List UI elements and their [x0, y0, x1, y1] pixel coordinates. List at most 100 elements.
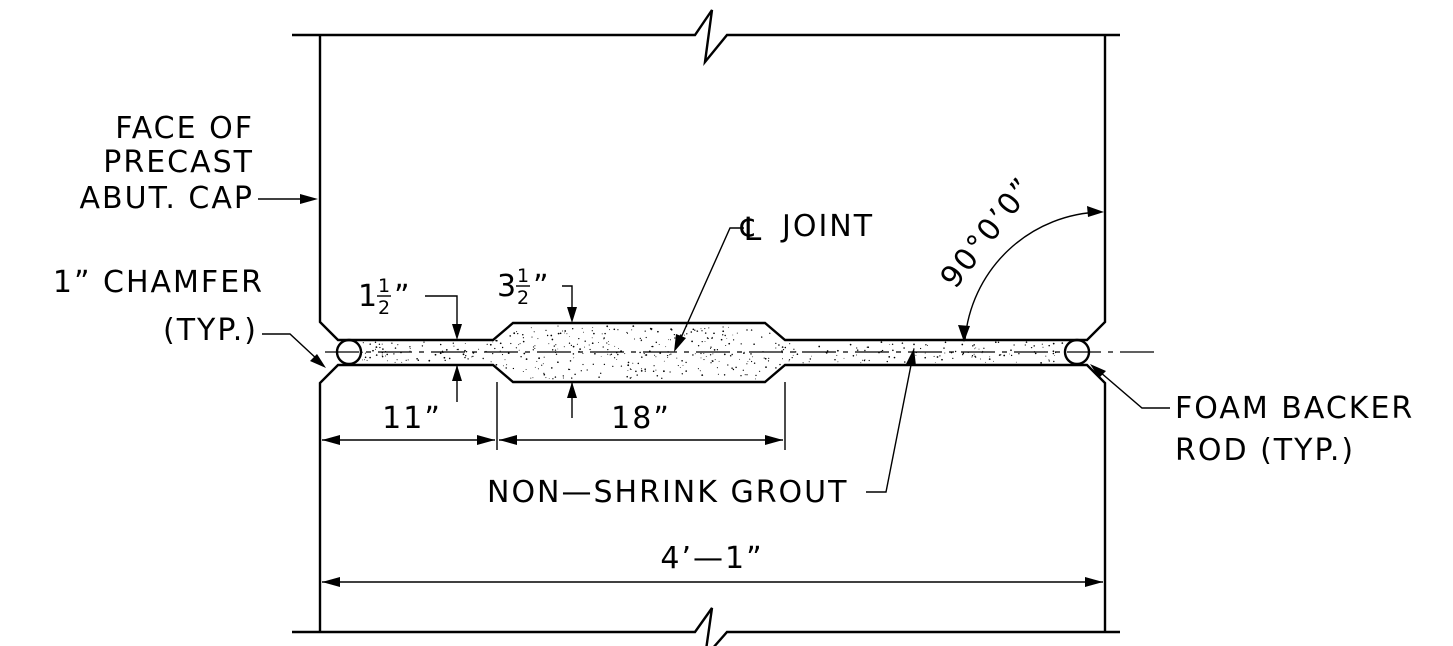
grout-stipple-dot	[915, 354, 917, 356]
grout-stipple-dot	[1010, 354, 1013, 357]
grout-stipple-dot	[443, 356, 446, 359]
grout-stipple-dot	[892, 349, 894, 352]
grout-stipple-dot	[594, 352, 596, 355]
grout-stipple-dot	[486, 343, 488, 345]
grout-stipple-dot	[545, 329, 547, 331]
grout-stipple-dot	[364, 359, 366, 361]
grout-stipple-dot	[732, 339, 735, 341]
grout-stipple-dot	[613, 357, 616, 359]
grout-stipple-dot	[750, 329, 753, 331]
grout-stipple-dot	[826, 350, 829, 352]
grout-stipple-dot	[723, 353, 726, 356]
grout-stipple-dot	[568, 342, 571, 344]
grout-stipple-dot	[651, 345, 654, 348]
grout-stipple-dot	[369, 343, 371, 345]
foam-backer-rod-left	[335, 338, 363, 366]
grout-stipple-dot	[545, 377, 547, 379]
grout-stipple-dot	[627, 361, 630, 364]
grout-stipple-dot	[792, 354, 794, 356]
cl-symbol: ℄	[740, 210, 764, 248]
grout-stipple-dot	[802, 362, 804, 364]
grout-stipple-dot	[714, 359, 716, 361]
overall-dimension: 4’—1”	[322, 541, 1103, 587]
grout-stipple-dot	[941, 358, 943, 361]
grout-stipple-dot	[1053, 354, 1055, 356]
grout-stipple-dot	[635, 370, 637, 373]
grout-stipple-dot	[758, 370, 761, 372]
grout-stipple-dot	[742, 369, 744, 371]
grout-stipple-dot	[769, 332, 771, 334]
grout-stipple-dot	[603, 338, 605, 340]
grout-stipple-dot	[739, 358, 740, 360]
grout-stipple-dot	[609, 329, 611, 331]
grout-stipple-dot	[989, 356, 991, 358]
gap-small-numerator: 1	[378, 275, 390, 297]
grout-stipple-dot	[781, 350, 783, 352]
grout-stipple-dot	[512, 367, 515, 370]
grout-stipple-dot	[901, 342, 904, 344]
grout-stipple-dot	[593, 332, 595, 335]
grout-stipple-dot	[746, 374, 748, 376]
grout-stipple-dot	[603, 363, 606, 366]
gap-small-unit: ”	[394, 279, 412, 314]
face-of-precast-line1: FACE OF	[115, 111, 254, 146]
grout-stipple-dot	[502, 365, 504, 367]
dim-18-arrow-right	[765, 435, 783, 445]
grout-stipple-dot	[519, 343, 521, 345]
grout-stipple-dot	[588, 344, 590, 346]
grout-stipple-dot	[614, 345, 616, 347]
grout-stipple-dot	[1042, 346, 1044, 348]
grout-stipple-dot	[716, 367, 718, 369]
grout-stipple-dot	[676, 357, 678, 359]
grout-stipple-dot	[598, 342, 599, 344]
grout-stipple-dot	[566, 333, 568, 335]
grout-stipple-dot	[1041, 343, 1043, 345]
grout-stipple-dot	[718, 360, 720, 362]
grout-stipple-dot	[472, 355, 474, 358]
grout-stipple-dot	[697, 345, 700, 347]
grout-stipple-dot	[818, 345, 821, 348]
grout-stipple-dot	[794, 351, 797, 353]
grout-stipple-dot	[405, 359, 407, 361]
grout-stipple-dot	[746, 363, 748, 365]
grout-stipple-dot	[522, 340, 525, 343]
grout-stipple-dot	[765, 366, 767, 368]
gap-small-denominator: 2	[378, 297, 390, 319]
grout-stipple-dot	[629, 377, 632, 379]
grout-stipple-dot	[919, 347, 922, 350]
grout-stipple-dot	[690, 331, 693, 333]
grout-stipple-dot	[732, 334, 734, 336]
grout-stipple-dot	[708, 327, 710, 329]
angle-callout: 90°0’0”	[934, 171, 1104, 342]
face-of-precast-line2: PRECAST	[103, 145, 254, 180]
grout-stipple-dot	[471, 356, 473, 358]
grout-stipple-dot	[1025, 341, 1028, 343]
grout-stipple-dot	[750, 353, 752, 355]
grout-stipple-dot	[644, 370, 646, 372]
grout-stipple-dot	[997, 341, 1000, 344]
lower-cap-outline	[318, 363, 1107, 632]
grout-stipple-dot	[636, 374, 638, 376]
grout-stipple-dot	[536, 360, 538, 362]
grout-stipple-dot	[904, 361, 906, 363]
grout-stipple-dot	[686, 333, 688, 335]
grout-stipple-dot	[979, 358, 981, 360]
grout-stipple-dot	[644, 368, 646, 371]
gap-small-arrow-down	[452, 324, 462, 340]
grout-stipple-dot	[522, 371, 524, 372]
dim-18-label: 18”	[611, 401, 671, 436]
grout-stipple-dot	[683, 334, 685, 336]
grout-stipple-dot	[478, 348, 480, 350]
grout-stipple	[361, 325, 1064, 380]
grout-stipple-dot	[499, 350, 501, 352]
gap-small-arrow-up	[452, 365, 462, 381]
grout-stipple-dot	[607, 353, 609, 355]
grout-stipple-dot	[732, 368, 735, 371]
grout-stipple-dot	[606, 325, 609, 328]
grout-stipple-dot	[677, 365, 679, 367]
grout-stipple-dot	[789, 343, 791, 345]
grout-stipple-dot	[710, 362, 712, 364]
grout-stipple-dot	[640, 370, 643, 372]
grout-stipple-dot	[632, 362, 634, 364]
grout-stipple-dot	[631, 329, 633, 331]
